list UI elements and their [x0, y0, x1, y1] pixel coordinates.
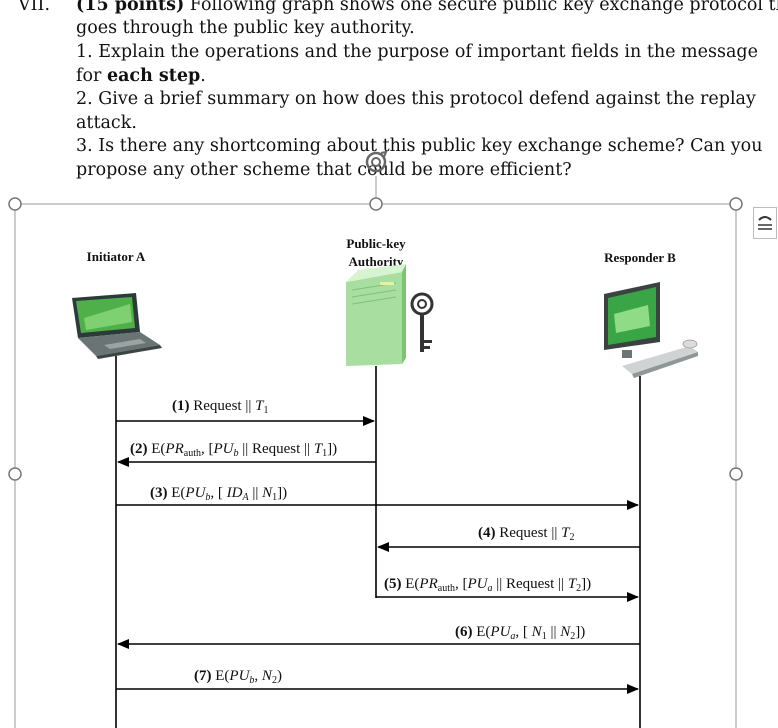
message-step-6: (6) E(PUa, [ N1 || N2])	[455, 624, 585, 642]
points-label: (15 points)	[76, 0, 185, 15]
server-icon	[346, 264, 406, 366]
message-step-5: (5) E(PRauth, [PUa || Request || T2])	[384, 576, 591, 594]
key-icon	[410, 292, 434, 352]
message-step-4: (4) Request || T2	[478, 525, 574, 543]
question-3-line-1: 3. Is there any shortcoming about this p…	[76, 136, 763, 156]
initiator-label: Initiator A	[87, 249, 146, 264]
question-1-line-2: for each step.	[76, 65, 206, 89]
responder-label: Responder B	[604, 250, 676, 265]
question-2-line-2: attack.	[76, 113, 137, 133]
message-step-3: (3) E(PUb, [ IDA || N1])	[150, 485, 287, 503]
resize-handle-top-left[interactable]	[8, 197, 22, 211]
resize-handle-middle-left[interactable]	[8, 467, 22, 481]
rotate-cursor-icon	[365, 150, 388, 173]
resize-handle-middle-right[interactable]	[729, 467, 743, 481]
question-3-line-2: propose any other scheme that could be m…	[76, 160, 572, 180]
message-step-1: (1) Request || T1	[172, 398, 268, 416]
question-intro-line-1: (15 points) Following graph shows one se…	[76, 0, 778, 18]
desktop-computer-icon	[604, 282, 698, 378]
resize-handle-top-center[interactable]	[369, 197, 383, 211]
message-step-7: (7) E(PUb, N2)	[194, 668, 282, 686]
question-number: VII.	[18, 0, 51, 15]
q1-suffix: .	[200, 66, 206, 86]
laptop-icon	[72, 293, 162, 359]
question-intro-line-2: goes through the public key authority.	[76, 18, 415, 38]
layout-options-button[interactable]	[753, 207, 777, 239]
question-1-line-1: 1. Explain the operations and the purpos…	[76, 42, 758, 62]
message-step-2: (2) E(PRauth, [PUb || Request || T1])	[130, 441, 337, 459]
resize-handle-top-right[interactable]	[729, 197, 743, 211]
authority-label-1: Public-key	[346, 236, 406, 251]
q1-prefix: for	[76, 66, 107, 86]
layout-options-icon	[758, 216, 772, 230]
intro-text: Following graph shows one secure public …	[184, 0, 778, 15]
authority-label-2: Authority	[349, 254, 404, 269]
q1-bold: each step	[106, 66, 201, 86]
question-2-line-1: 2. Give a brief summary on how does this…	[76, 89, 756, 109]
